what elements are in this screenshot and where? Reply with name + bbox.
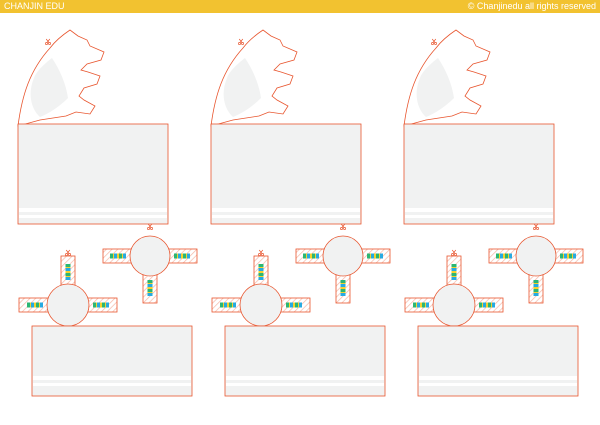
brand-text: CHANJIN EDU	[4, 1, 65, 11]
template-set-1	[18, 30, 197, 396]
template-set-3	[404, 30, 583, 396]
template-set-2	[211, 30, 390, 396]
copyright-text: © Chanjinedu all rights reserved	[467, 1, 596, 11]
header-background	[0, 0, 600, 13]
header-text-layer: CHANJIN EDU © Chanjinedu all rights rese…	[0, 0, 600, 13]
